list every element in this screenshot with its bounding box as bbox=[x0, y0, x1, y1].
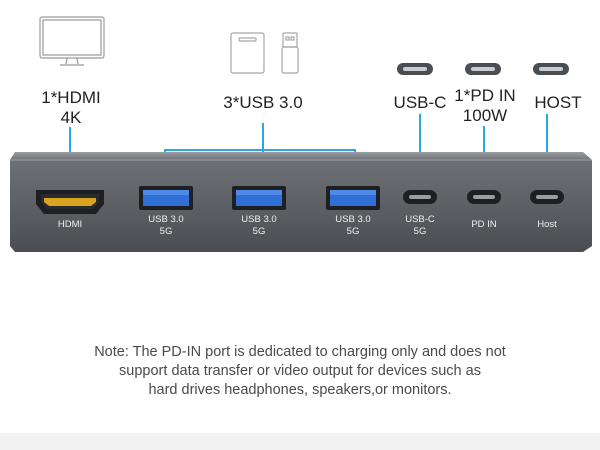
host-port-label: Host bbox=[537, 219, 557, 230]
usbc-port-label: USB-C bbox=[405, 214, 435, 225]
pd-in-port bbox=[467, 190, 501, 204]
usb-stick-icon bbox=[281, 32, 299, 74]
usb-a-port bbox=[139, 186, 193, 210]
note-line: Note: The PD-IN port is dedicated to cha… bbox=[94, 344, 506, 360]
hdmi-port-label: HDMI bbox=[58, 219, 82, 230]
note-line: hard drives headphones, speakers,or moni… bbox=[148, 382, 452, 398]
hdmi-label: 1*HDMI 4K bbox=[34, 88, 108, 128]
hdmi-label-line1: 1*HDMI bbox=[41, 88, 101, 107]
usb-port-label: USB 3.0 bbox=[148, 214, 183, 225]
bottom-band bbox=[0, 433, 600, 450]
pd-in-port-label: PD IN bbox=[471, 219, 496, 230]
usb-c-plug-icon bbox=[533, 63, 569, 75]
pd-in-label: 1*PD IN 100W bbox=[448, 86, 522, 126]
hdmi-label-line2: 4K bbox=[60, 108, 82, 127]
usbc-label: USB-C bbox=[393, 93, 447, 112]
monitor-icon bbox=[39, 16, 105, 66]
usb-a-port bbox=[326, 186, 380, 210]
flash-drive-icon bbox=[230, 32, 265, 74]
host-port bbox=[530, 190, 564, 204]
pd-in-label-line2: 100W bbox=[462, 106, 508, 125]
hub-body bbox=[10, 152, 592, 252]
usb-c-plug-icon bbox=[465, 63, 501, 75]
hdmi-port bbox=[36, 190, 104, 214]
note-line: support data transfer or video output fo… bbox=[119, 363, 481, 379]
usb-c-plug-icon bbox=[397, 63, 433, 75]
usb-a-port bbox=[232, 186, 286, 210]
usb-c-port bbox=[403, 190, 437, 204]
note-text: Note: The PD-IN port is dedicated to cha… bbox=[40, 343, 560, 400]
pd-in-label-line1: 1*PD IN bbox=[454, 86, 516, 105]
usb-port-speed: 5G bbox=[347, 226, 360, 237]
usb-port-speed: 5G bbox=[253, 226, 266, 237]
usbc-port-speed: 5G bbox=[414, 226, 427, 237]
usb-port-speed: 5G bbox=[160, 226, 173, 237]
usb-port-label: USB 3.0 bbox=[335, 214, 370, 225]
usb-port-label: USB 3.0 bbox=[241, 214, 276, 225]
host-label: HOST bbox=[534, 93, 582, 112]
usb3-label: 3*USB 3.0 bbox=[223, 93, 303, 112]
